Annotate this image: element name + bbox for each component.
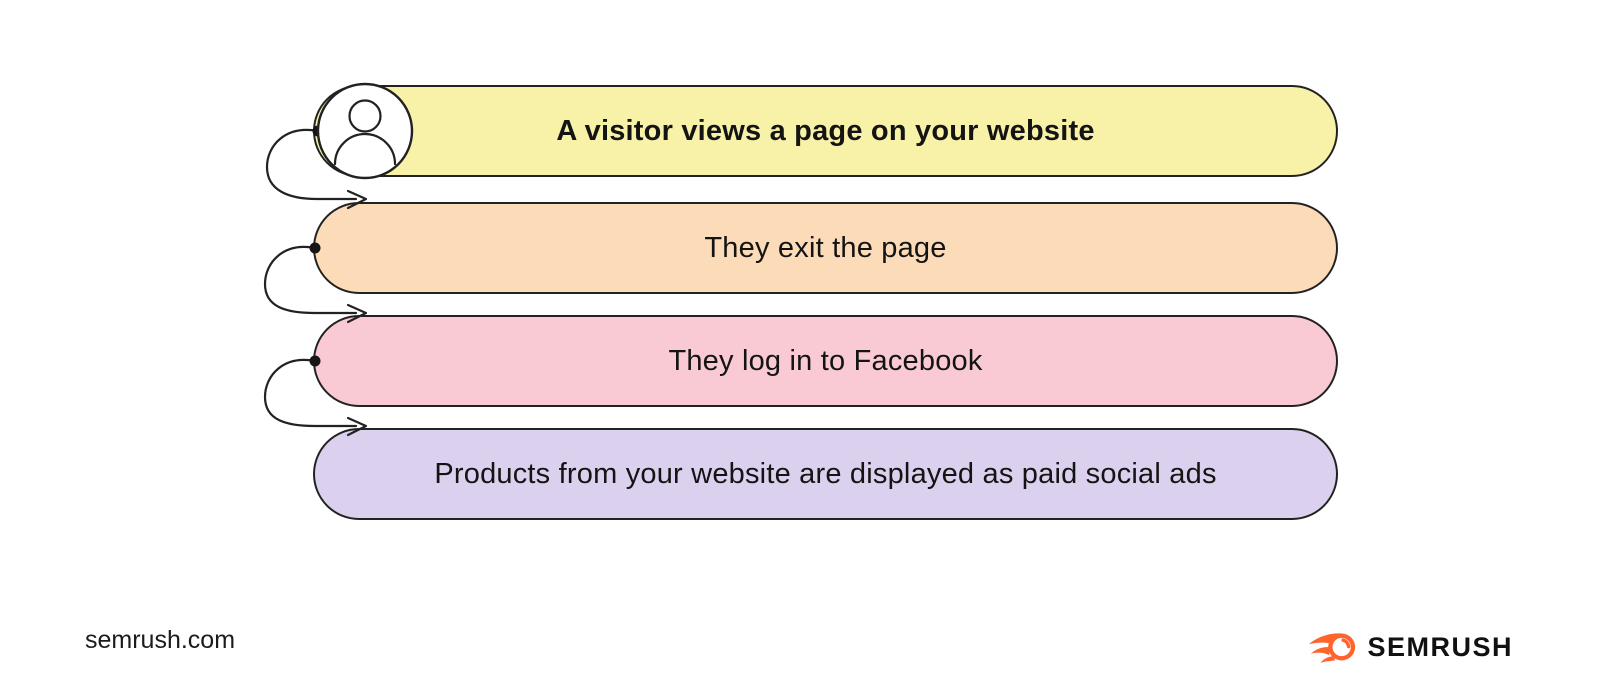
semrush-logo-icon xyxy=(1309,633,1356,663)
semrush-logo: SEMRUSH xyxy=(1308,630,1513,664)
source-url: semrush.com xyxy=(85,626,236,654)
step-pill-4: Products from your website are displayed… xyxy=(313,428,1338,520)
step-pill-1: A visitor views a page on your website xyxy=(313,85,1338,177)
semrush-wordmark: SEMRUSH xyxy=(1367,631,1513,662)
step-pill-3: They log in to Facebook xyxy=(313,315,1338,407)
step-label-2: They exit the page xyxy=(704,231,947,264)
step-label-3: They log in to Facebook xyxy=(668,344,983,377)
step-pill-2: They exit the page xyxy=(313,202,1338,294)
step-label-1: A visitor views a page on your website xyxy=(556,114,1095,147)
step-label-4: Products from your website are displayed… xyxy=(434,457,1217,490)
